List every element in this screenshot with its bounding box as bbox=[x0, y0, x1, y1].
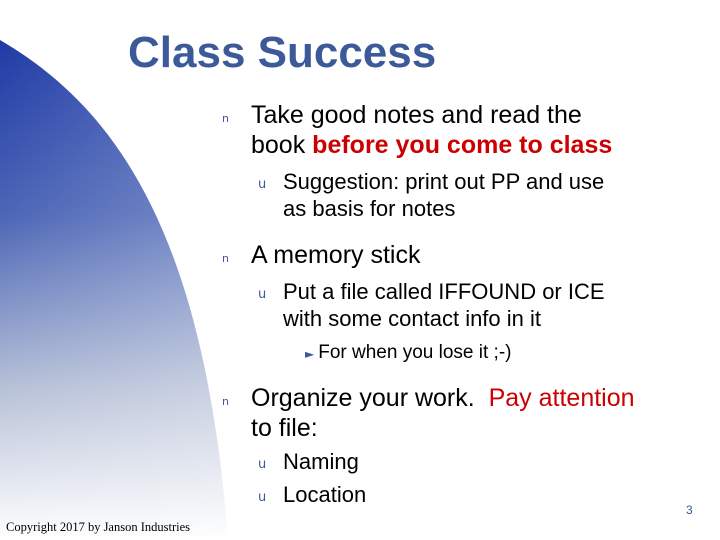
bullet-1-text: Take good notes and read the book before… bbox=[251, 100, 612, 160]
sub-bullet-3-2-text: Location bbox=[283, 482, 367, 507]
bullet-3-emphasis: Pay attention bbox=[488, 384, 635, 412]
bullet-1-line2-prefix: book bbox=[251, 131, 313, 159]
bullet-1-emphasis: before you come to class bbox=[312, 131, 613, 159]
bullet-3-line1-prefix: Organize your work. bbox=[251, 384, 489, 412]
sub-bullet-1-1-line2: as basis for notes bbox=[283, 196, 456, 221]
bullet-3-line2: to file: bbox=[251, 414, 318, 442]
slide-title: Class Success bbox=[128, 28, 437, 77]
sub-bullet-marker: u bbox=[258, 490, 267, 505]
bullet-2-text: A memory stick bbox=[251, 241, 421, 269]
bullet-marker: n bbox=[222, 252, 229, 265]
triangle-bullet-icon: ► bbox=[305, 347, 315, 361]
sub-bullet-1-1-text: Suggestion: print out PP and use as basi… bbox=[283, 168, 604, 222]
copyright-footer: Copyright 2017 by Janson Industries bbox=[6, 520, 191, 534]
bullet-marker: n bbox=[222, 395, 229, 408]
sub-bullet-marker: u bbox=[258, 177, 267, 192]
sub-bullet-2-1-line2: with some contact info in it bbox=[283, 306, 542, 331]
bullet-1-line1: Take good notes and read the bbox=[251, 101, 582, 129]
sub-bullet-3-1-text: Naming bbox=[283, 449, 359, 474]
sub-sub-bullet-text: For when you lose it ;-) bbox=[318, 342, 512, 363]
sub-bullet-2-1-text: Put a file called IFFOUND or ICE with so… bbox=[283, 278, 605, 332]
bullet-3-text: Organize your work. Pay attention to fil… bbox=[251, 383, 635, 443]
sub-bullet-2-1-line1: Put a file called IFFOUND or ICE bbox=[283, 279, 605, 304]
slide-page-number: 3 bbox=[686, 503, 693, 517]
sub-bullet-marker: u bbox=[258, 457, 267, 472]
sub-sub-bullet-2-1-1: ►For when you lose it ;-) bbox=[305, 341, 511, 366]
bullet-marker: n bbox=[222, 112, 229, 125]
sub-bullet-1-1-line1: Suggestion: print out PP and use bbox=[283, 169, 605, 194]
sub-bullet-marker: u bbox=[258, 287, 267, 302]
